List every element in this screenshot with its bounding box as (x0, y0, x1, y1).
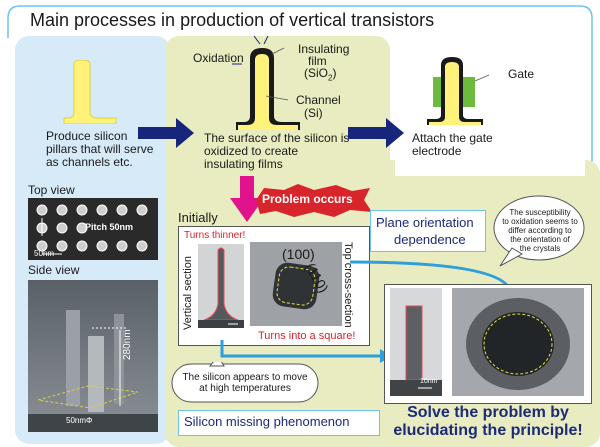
step3-caption-line: electrode (412, 144, 462, 158)
side-view-label: Side view (28, 263, 80, 277)
step2-caption-line: oxidized to create (204, 144, 299, 158)
silicon-moves-callout (171, 362, 319, 403)
silicon-missing-label: Silicon missing phenomenon (184, 414, 350, 429)
step3-area (395, 36, 585, 176)
insulating-label-line: Insulating (298, 42, 350, 56)
problem-badge: Problem occurs (262, 192, 353, 206)
silicon-moves-note: The silicon appears to move at high temp… (178, 372, 312, 394)
round-cross-section-sem-image (452, 288, 584, 396)
arrow-right-icon (348, 118, 404, 148)
plane-orientation-line: dependence (394, 232, 466, 247)
arrow-right-icon (138, 118, 194, 148)
arrow-down-icon (230, 176, 264, 222)
solve-problem-text: Solve the problem by elucidating the pri… (382, 404, 594, 440)
top-scale-label: 50nm (34, 249, 55, 258)
gate-label: Gate (508, 67, 535, 81)
step3-caption: Attach the gate electrode (412, 132, 493, 158)
susceptibility-line: to oxidation seems to (502, 217, 578, 226)
diameter-label: 50nmΦ (66, 416, 93, 425)
initially-label: Initially (178, 210, 218, 225)
top-view-sem-image (28, 198, 158, 260)
insulating-film-label: Insulating film (SiO2) (298, 43, 349, 84)
step1-caption-line: Produce silicon (46, 129, 128, 143)
susceptibility-callout (493, 195, 585, 267)
page-title: Main processes in production of vertical… (30, 10, 435, 30)
plane-orientation-line: Plane orientation (376, 215, 474, 230)
channel-label-line: Channel (296, 93, 341, 107)
step2-caption-line: The surface of the silicon is (204, 131, 350, 145)
top-view-label: Top view (28, 183, 75, 197)
gated-pillar-icon (427, 57, 490, 125)
step2-panel (165, 36, 390, 182)
thinned-pillar-sem-image (198, 244, 244, 328)
plane-orientation-label: Plane orientation dependence (376, 214, 474, 248)
turns-thinner-label: Turns thinner! (184, 230, 246, 241)
solve-line: Solve the problem by (407, 404, 569, 421)
orientation-100-label: (100) (282, 246, 315, 262)
silicon-moves-line: at high temperatures (199, 383, 291, 394)
sio-text: (SiO (304, 66, 328, 80)
silicon-pillar-icon (63, 60, 117, 124)
channel-label-line: (Si) (304, 106, 323, 120)
susceptibility-line: the crystals (519, 244, 561, 253)
silicon-missing-box (178, 410, 380, 436)
pitch-label: Pitch 50nm (85, 222, 134, 232)
close-paren: ) (332, 66, 337, 80)
solve-line: elucidating the principle! (393, 422, 583, 439)
step2-caption-line: insulating films (204, 157, 283, 171)
oxidation-label: Oxidation (193, 51, 244, 65)
susceptibility-note: The susceptibility to oxidation seems to… (500, 208, 580, 253)
insulating-label-line: film (308, 54, 327, 68)
step2-caption: The surface of the silicon is oxidized t… (204, 132, 384, 171)
silicon-moves-line: The silicon appears to move (182, 372, 308, 383)
step1-caption-line: pillars that will serve (46, 142, 154, 156)
susceptibility-line: The susceptibility (509, 208, 571, 217)
side-view-sem-image (28, 280, 158, 432)
plane-orientation-box (370, 210, 486, 252)
step3-caption-line: Attach the gate (412, 131, 493, 145)
turns-square-label: Turns into a square! (258, 330, 356, 342)
step1-caption: Produce silicon pillars that will serve … (46, 130, 166, 169)
straight-pillar-sem-image (390, 288, 442, 396)
channel-label: Channel (Si) (296, 94, 341, 120)
susceptibility-line: differ according to (508, 226, 572, 235)
oxidized-pillar-icon (232, 35, 300, 130)
subscript-2: 2 (328, 73, 333, 83)
susceptibility-line: the orientation of (510, 235, 570, 244)
final-scale-label: 10nm (420, 378, 438, 385)
step1-caption-line: as channels etc. (46, 155, 133, 169)
square-cross-section-sem-image (250, 242, 342, 326)
problem-badge-shape (256, 184, 372, 217)
